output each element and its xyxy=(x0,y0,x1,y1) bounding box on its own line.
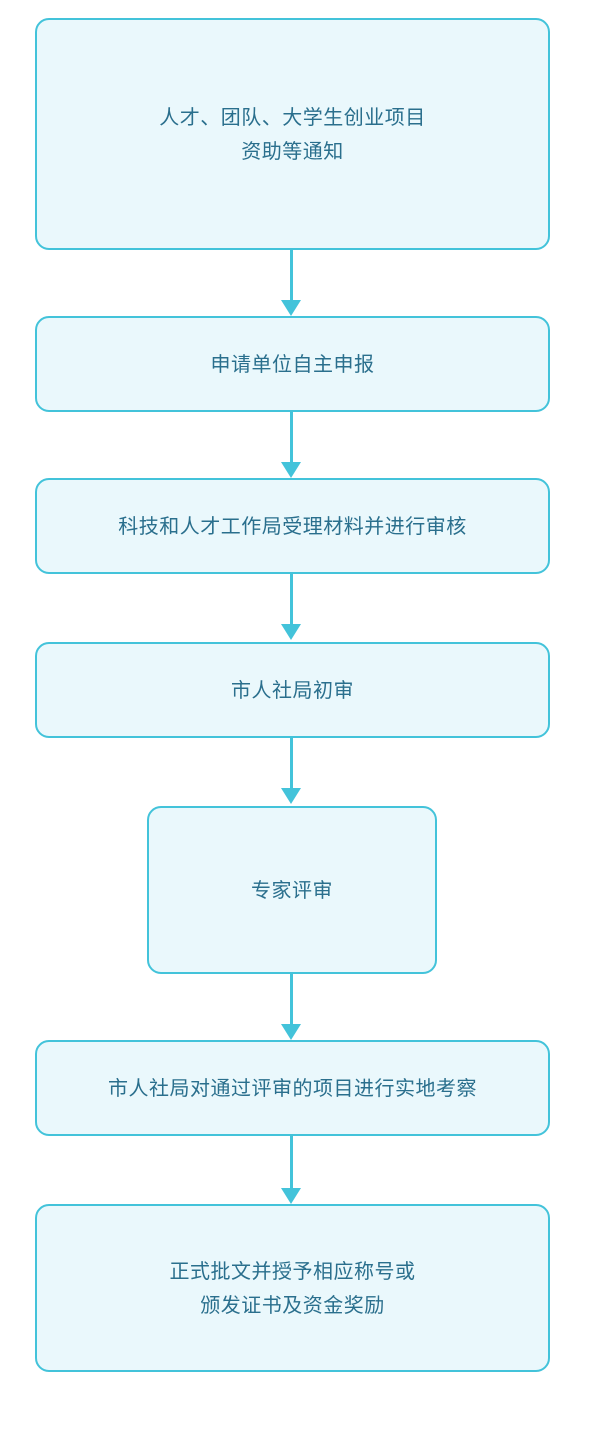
arrow-down-icon xyxy=(281,624,301,640)
step-box-bureau-review: 科技和人才工作局受理材料并进行审核 xyxy=(35,478,550,574)
step-label: 市人社局初审 xyxy=(231,678,354,702)
step-box-approval-award: 正式批文并授予相应称号或 颁发证书及资金奖励 xyxy=(35,1204,550,1372)
arrow-down-icon xyxy=(281,1024,301,1040)
step-label: 市人社局对通过评审的项目进行实地考察 xyxy=(108,1076,477,1100)
connector-line xyxy=(290,1136,293,1190)
arrow-down-icon xyxy=(281,1188,301,1204)
step-box-preliminary-review: 市人社局初审 xyxy=(35,642,550,738)
connector-line xyxy=(290,250,293,302)
step-label: 专家评审 xyxy=(251,878,333,902)
arrow-down-icon xyxy=(281,300,301,316)
arrow-down-icon xyxy=(281,788,301,804)
step-box-expert-review: 专家评审 xyxy=(147,806,437,974)
step-label: 科技和人才工作局受理材料并进行审核 xyxy=(118,514,467,538)
arrow-down-icon xyxy=(281,462,301,478)
step-label: 人才、团队、大学生创业项目 资助等通知 xyxy=(159,105,426,163)
step-box-self-application: 申请单位自主申报 xyxy=(35,316,550,412)
step-box-site-inspection: 市人社局对通过评审的项目进行实地考察 xyxy=(35,1040,550,1136)
connector-line xyxy=(290,974,293,1026)
step-box-notice: 人才、团队、大学生创业项目 资助等通知 xyxy=(35,18,550,250)
connector-line xyxy=(290,738,293,790)
step-label: 正式批文并授予相应称号或 颁发证书及资金奖励 xyxy=(169,1259,416,1317)
connector-line xyxy=(290,574,293,626)
connector-line xyxy=(290,412,293,464)
step-label: 申请单位自主申报 xyxy=(210,352,375,376)
